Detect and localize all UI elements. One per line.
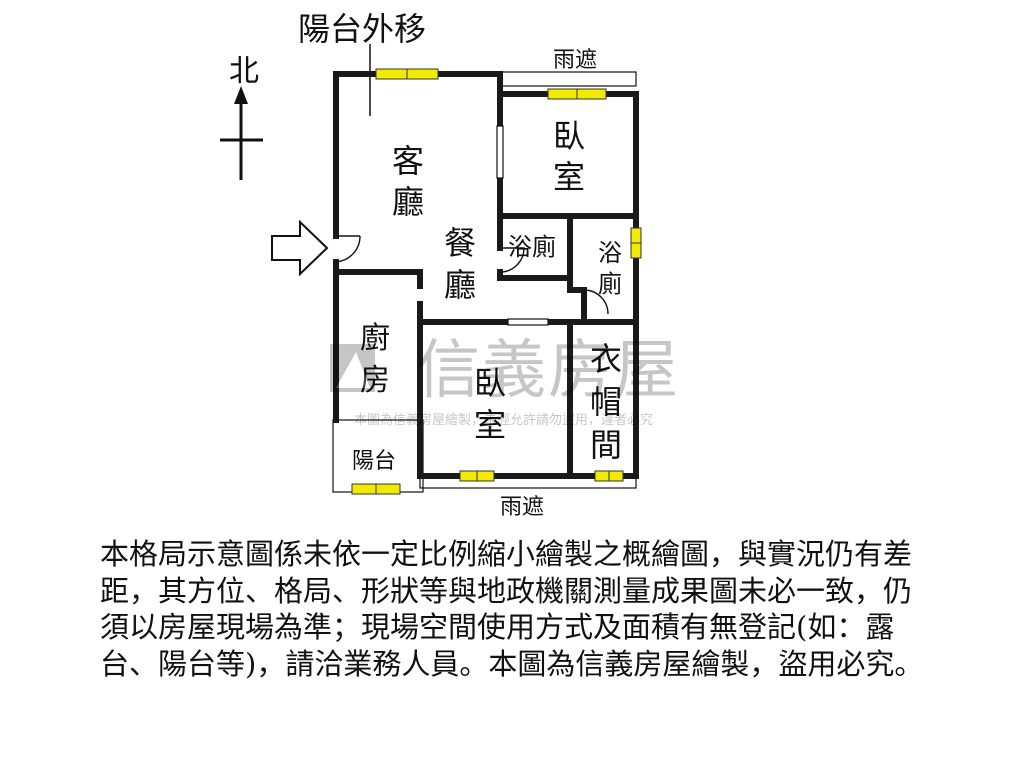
canopy-top-outline [499,71,637,87]
kitchen-label-2: 房 [360,363,390,398]
north-label: 北 [229,54,259,89]
balcony-label: 陽台 [352,449,396,474]
bathroom-right-label-2: 廁 [598,270,622,298]
watermark-note: 本圖為信義房屋繪製，未經允許請勿盜用，違者必究 [354,412,653,428]
dining-room-label-1: 餐 [444,224,476,262]
entrance-arrow-icon [271,219,329,277]
swing-doors [335,235,609,315]
dining-room-label-2: 廳 [444,266,476,304]
living-room-label-1: 客 [392,142,424,180]
kitchen-label-1: 廚 [360,321,390,356]
canopy-top-label: 雨遮 [553,48,597,73]
watermark: 信義房屋 本圖為信義房屋繪製，未經允許請勿盜用，違者必究 [330,334,680,428]
bathroom-left-label: 浴廁 [508,233,556,261]
bathroom-right-label-1: 浴 [598,239,622,267]
living-room-label-2: 廳 [392,183,424,221]
sliding-doors [496,125,549,326]
bedroom-bottom-label-2: 室 [474,406,506,444]
watermark-brand: 信義房屋 [416,334,680,408]
top-note: 陽台外移 [298,10,426,48]
canopy-bottom-label: 雨遮 [500,495,544,520]
closet-label-2: 帽 [590,383,622,421]
floor-plan: 北 陽台外移 雨遮 雨遮 [220,10,680,520]
north-compass [220,100,263,180]
disclaimer-text: 本格局示意圖係未依一定比例縮小繪製之概繪圖，與實況仍有差距，其方位、格局、形狀等… [100,537,924,681]
north-arrow-icon [234,86,248,104]
bedroom-top-label-1: 臥 [553,117,585,155]
bedroom-bottom-label-1: 臥 [474,364,506,402]
watermark-logo-icon [330,344,375,392]
closet-label-1: 衣 [590,340,622,378]
bedroom-top-label-2: 室 [553,158,585,196]
closet-label-3: 間 [590,426,622,464]
walls [333,71,639,479]
